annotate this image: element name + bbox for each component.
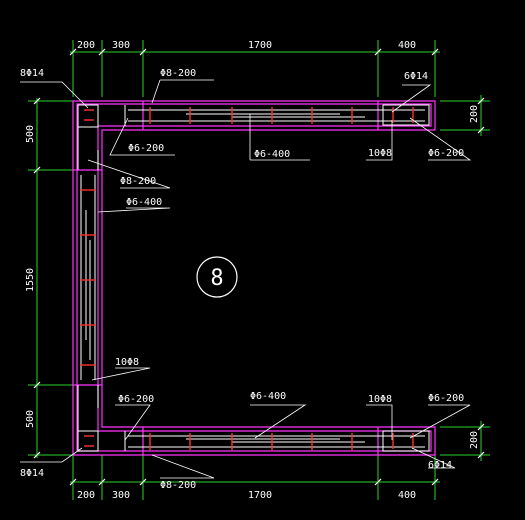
leader-lines [20,79,472,479]
top-dimension-chain: 200 300 1700 400 [69,40,440,97]
section-number: 8 [210,266,223,291]
rebar-labels: 8Φ14 8Φ14 6Φ14 6Φ14 Φ8-200 Φ6-200 Φ6-400… [20,68,464,491]
label-corner-bottom-right: 6Φ14 [428,460,452,471]
section-marker: 8 [196,256,238,298]
label-top-tie-1: Φ6-400 [254,149,290,160]
label-bottom-tie: Φ6-400 [250,391,286,402]
label-bottom-dist-1: Φ8-200 [160,480,196,491]
stirrup-ties [80,107,414,450]
dim-top-300: 300 [112,40,130,51]
dim-right-200-bottom: 200 [469,431,480,449]
dim-bottom-400: 400 [398,490,416,501]
section-circle [196,256,238,298]
label-top-dist-1: Φ8-200 [160,68,196,79]
dim-left-500-bottom: 500 [25,410,36,428]
dim-left-1550: 1550 [25,268,36,292]
label-left-dist-2: 10Φ8 [115,357,139,368]
label-left-dist: Φ8-200 [120,176,156,187]
dim-top-200: 200 [77,40,95,51]
bottom-dimension-chain: 200 300 1700 400 [69,455,440,501]
label-left-tie: Φ6-400 [126,197,162,208]
right-dimensions: 200 200 [440,95,490,461]
dim-bottom-300: 300 [112,490,130,501]
dim-bottom-1700: 1700 [248,490,272,501]
label-top-dist-2: 10Φ8 [368,148,392,159]
left-dimension-chain: 500 1550 500 [25,97,80,459]
label-bottom-dist-2: 10Φ8 [368,394,392,405]
rebar-layout [77,104,430,452]
dim-right-200-top: 200 [469,105,480,123]
dim-left-500-top: 500 [25,125,36,143]
dim-bottom-200: 200 [77,490,95,501]
label-bottom-stirrup-2: Φ6-200 [428,393,464,404]
dim-top-400: 400 [398,40,416,51]
label-top-stirrup-1: Φ6-200 [128,143,164,154]
label-corner-bottom-left: 8Φ14 [20,468,44,479]
label-bottom-stirrup-1: Φ6-200 [118,394,154,405]
label-corner-top-right: 6Φ14 [404,71,428,82]
dim-top-1700: 1700 [248,40,272,51]
label-corner-top-left: 8Φ14 [20,68,44,79]
label-top-stirrup-2: Φ6-200 [428,148,464,159]
